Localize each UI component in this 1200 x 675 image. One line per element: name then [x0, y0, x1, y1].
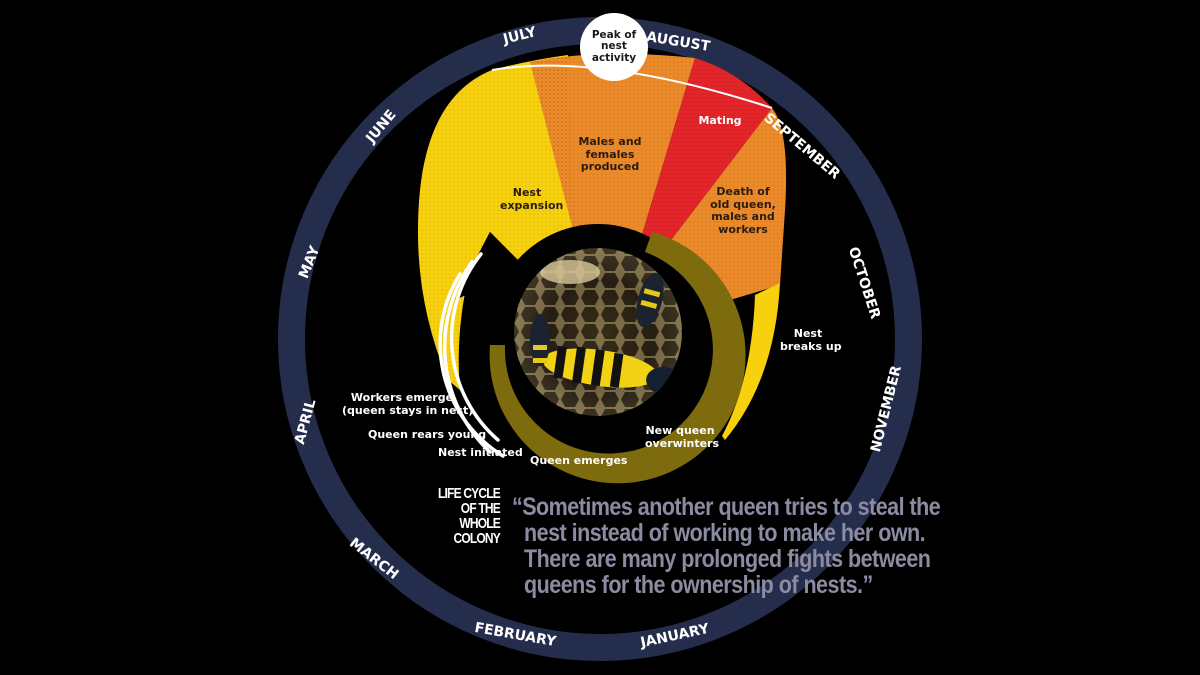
quote-line-1: “Sometimes another queen tries to steal …: [512, 493, 941, 521]
label-new-queen-overwinters: New queen overwinters: [645, 424, 720, 450]
diagram-title: LIFE CYCLE OF THE WHOLE COLONY: [437, 485, 501, 547]
wasp-nest-photo: [514, 248, 682, 416]
peak-of-nest-activity-badge: Peak of nest activity: [580, 13, 648, 81]
pull-quote: “Sometimes another queen tries to steal …: [512, 494, 994, 598]
label-workers-emerge: Workers emerge (queen stays in nest): [342, 391, 474, 417]
quote-line-2: nest instead of working to make her own.: [524, 519, 926, 547]
label-mating: Mating: [698, 114, 742, 127]
peak-line-1: Peak of: [591, 29, 637, 42]
label-males-females-produced: Males and females produced: [578, 135, 642, 174]
quote-line-3: There are many prolonged fights between: [524, 545, 931, 573]
peak-line-3: activity: [591, 51, 637, 64]
peak-line-2: nest: [601, 40, 627, 53]
label-death-of-old-queen: Death of old queen, males and workers: [710, 185, 776, 236]
label-queen-emerges: Queen emerges: [530, 454, 628, 467]
label-queen-rears-young: Queen rears young: [368, 428, 487, 441]
label-nest-breaks-up: Nest breaks up: [780, 327, 842, 353]
label-nest-expansion: Nest expansion: [500, 186, 564, 212]
nest-stage-stripes: [438, 252, 505, 458]
quote-line-4: queens for the ownership of nests.”: [524, 571, 873, 599]
label-nest-initiated: Nest initiated: [438, 446, 523, 459]
